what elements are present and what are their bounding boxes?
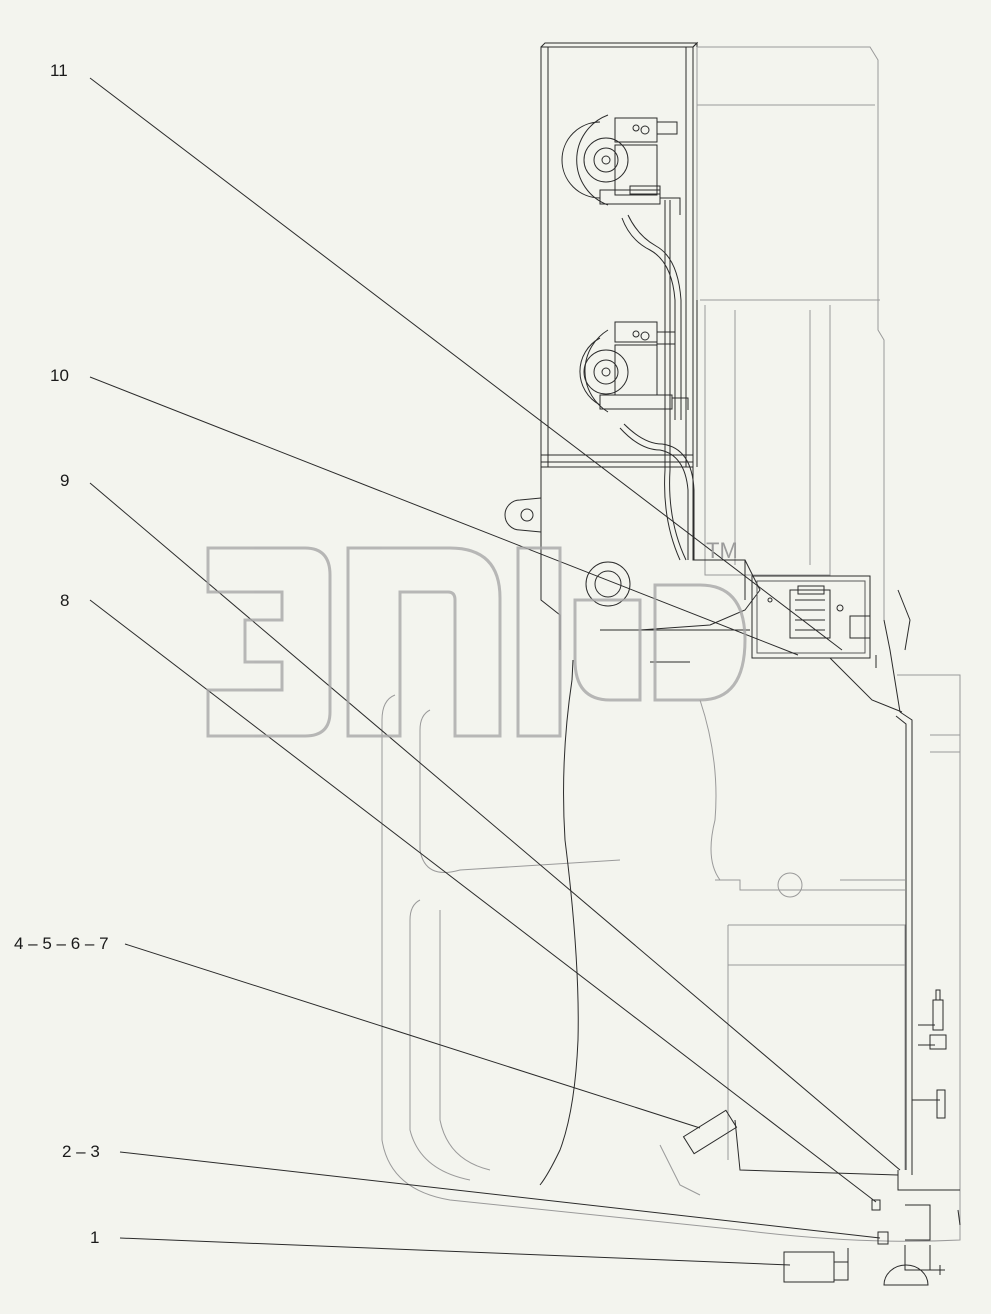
callout-4-5-6-7: 4 – 5 – 6 – 7 — [14, 934, 109, 953]
upper-cabinet — [540, 41, 699, 468]
callout-9: 9 — [60, 471, 70, 490]
side-valve — [912, 989, 947, 1119]
leader-9 — [89, 482, 901, 1171]
hoses — [619, 200, 695, 561]
leader-1 — [119, 1237, 791, 1266]
watermark-logo — [206, 546, 747, 738]
leader-4567 — [124, 943, 701, 1129]
vertical-pipe — [883, 589, 913, 1175]
cab-outline — [696, 46, 885, 620]
watermark-trademark: ТМ — [706, 538, 738, 563]
callout-10: 10 — [50, 366, 69, 385]
pump-upper — [561, 114, 681, 215]
leader-lines — [89, 77, 901, 1266]
cab-silhouette — [381, 674, 961, 1242]
callout-11: 11 — [50, 61, 68, 80]
bottom-assembly — [682, 1109, 961, 1286]
callout-2-3: 2 – 3 — [62, 1142, 100, 1161]
callout-1: 1 — [90, 1228, 100, 1247]
lower-box — [504, 466, 761, 663]
cable — [539, 679, 579, 1186]
callout-8: 8 — [60, 591, 70, 610]
pump-lower — [579, 321, 689, 413]
leader-8 — [89, 599, 877, 1203]
leader-11 — [89, 77, 843, 651]
control-unit — [751, 575, 903, 713]
leader-10 — [89, 376, 799, 656]
leader-23 — [119, 1151, 881, 1239]
